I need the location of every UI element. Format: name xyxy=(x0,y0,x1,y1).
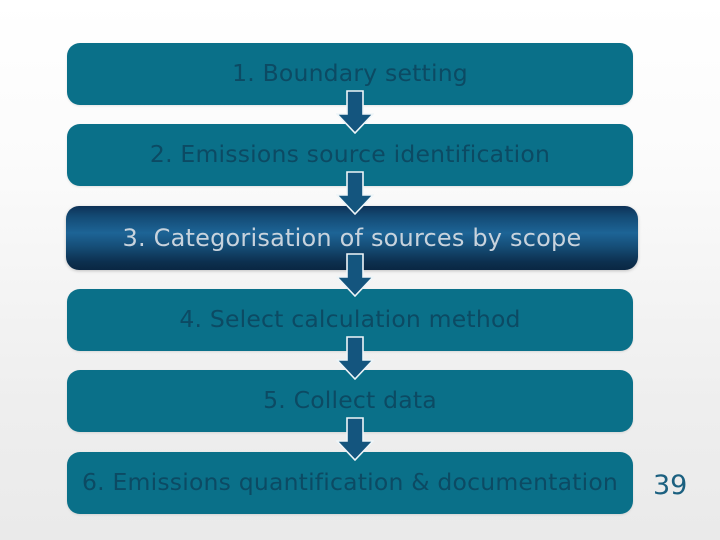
flow-step-6-label: 6. Emissions quantification & documentat… xyxy=(82,468,618,497)
down-arrow-icon xyxy=(336,336,374,380)
flow-step-3-label: 3. Categorisation of sources by scope xyxy=(122,224,582,252)
flow-step-4[interactable]: 4. Select calculation method xyxy=(67,289,633,351)
flow-step-6[interactable]: 6. Emissions quantification & documentat… xyxy=(67,452,633,514)
down-arrow-icon xyxy=(336,253,374,297)
down-arrow-icon xyxy=(336,90,374,134)
flow-step-2-label: 2. Emissions source identification xyxy=(149,140,551,169)
flow-step-1-label: 1. Boundary setting xyxy=(232,59,468,88)
page-number: 39 xyxy=(653,470,688,501)
down-arrow-icon xyxy=(336,417,374,461)
flow-step-4-label: 4. Select calculation method xyxy=(179,305,521,334)
down-arrow-icon xyxy=(336,171,374,215)
flow-step-5-label: 5. Collect data xyxy=(263,386,437,415)
